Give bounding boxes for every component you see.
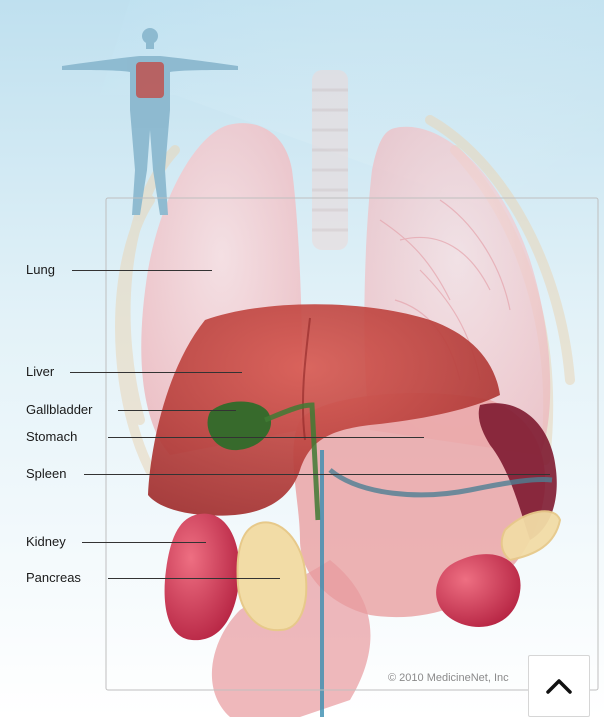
trachea [312,70,348,250]
scroll-to-top-button[interactable] [528,655,590,717]
leader-gallbladder [118,410,236,411]
leader-stomach [108,437,424,438]
leader-kidney [82,542,206,543]
leader-lung [72,270,212,271]
label-lung: Lung [26,263,55,277]
label-liver: Liver [26,365,54,379]
label-gallbladder: Gallbladder [26,403,93,417]
label-spleen: Spleen [26,467,66,481]
label-kidney: Kidney [26,535,66,549]
chevron-up-icon [546,678,572,694]
label-stomach: Stomach [26,430,77,444]
leader-liver [70,372,242,373]
label-pancreas: Pancreas [26,571,81,585]
body-locator-organs [136,62,164,98]
leader-spleen [84,474,550,475]
copyright-notice: © 2010 MedicineNet, Inc [388,672,509,684]
leader-pancreas [108,578,280,579]
